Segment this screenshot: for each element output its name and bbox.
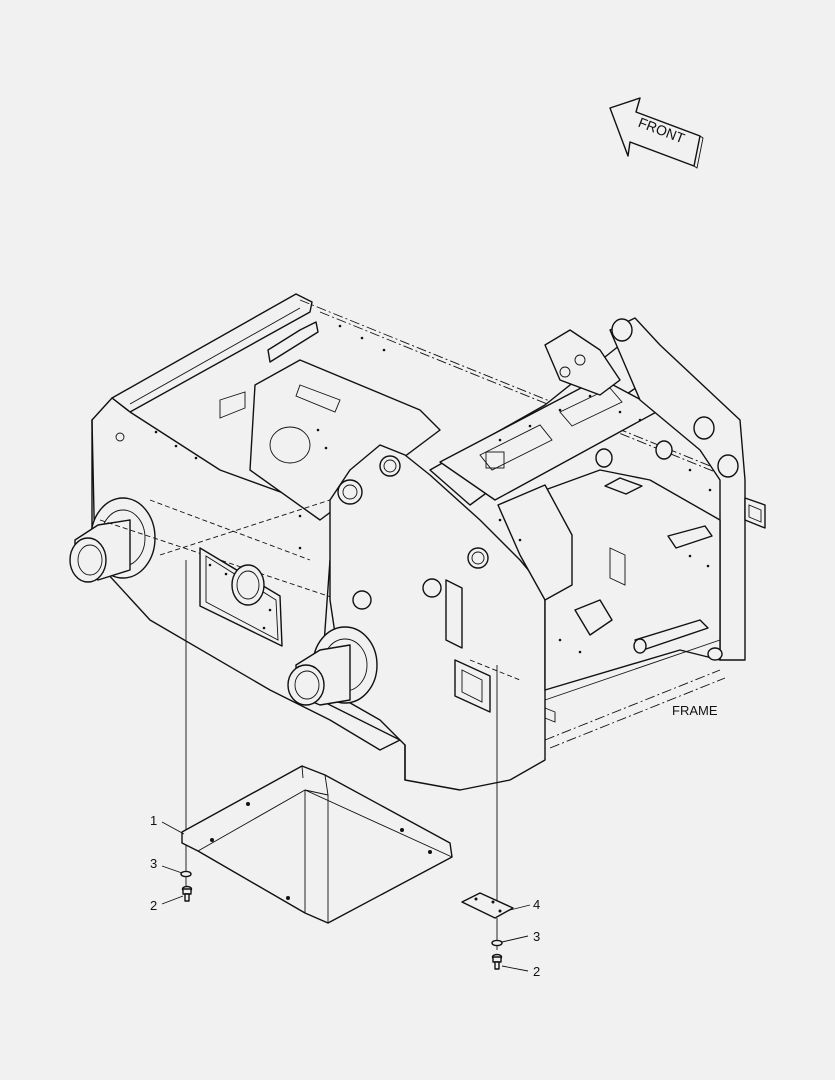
washer-right bbox=[491, 939, 503, 947]
bottom-cover-plate bbox=[181, 765, 453, 924]
callout-3-right: 3 bbox=[533, 929, 540, 944]
handle-bracket bbox=[454, 659, 491, 713]
bolt-left bbox=[181, 885, 193, 902]
frame-assembly bbox=[69, 293, 766, 791]
bolt-right bbox=[491, 953, 503, 970]
small-cover-plate bbox=[461, 892, 514, 919]
access-panel bbox=[199, 547, 283, 647]
washer-left bbox=[180, 870, 192, 878]
left-axle-cone-upper bbox=[69, 497, 156, 583]
frame-bolt-holes bbox=[154, 324, 712, 654]
frame-label: FRAME bbox=[672, 703, 718, 718]
tow-bracket bbox=[744, 497, 766, 529]
front-direction-arrow: FRONT bbox=[609, 97, 704, 169]
callout-4: 4 bbox=[533, 897, 540, 912]
callout-2-left: 2 bbox=[150, 898, 157, 913]
callout-2-right: 2 bbox=[533, 964, 540, 979]
left-axle-cone-lower bbox=[287, 626, 378, 706]
callout-3-left: 3 bbox=[150, 856, 157, 871]
callout-1: 1 bbox=[150, 813, 157, 828]
cylinder-pin bbox=[633, 619, 723, 661]
